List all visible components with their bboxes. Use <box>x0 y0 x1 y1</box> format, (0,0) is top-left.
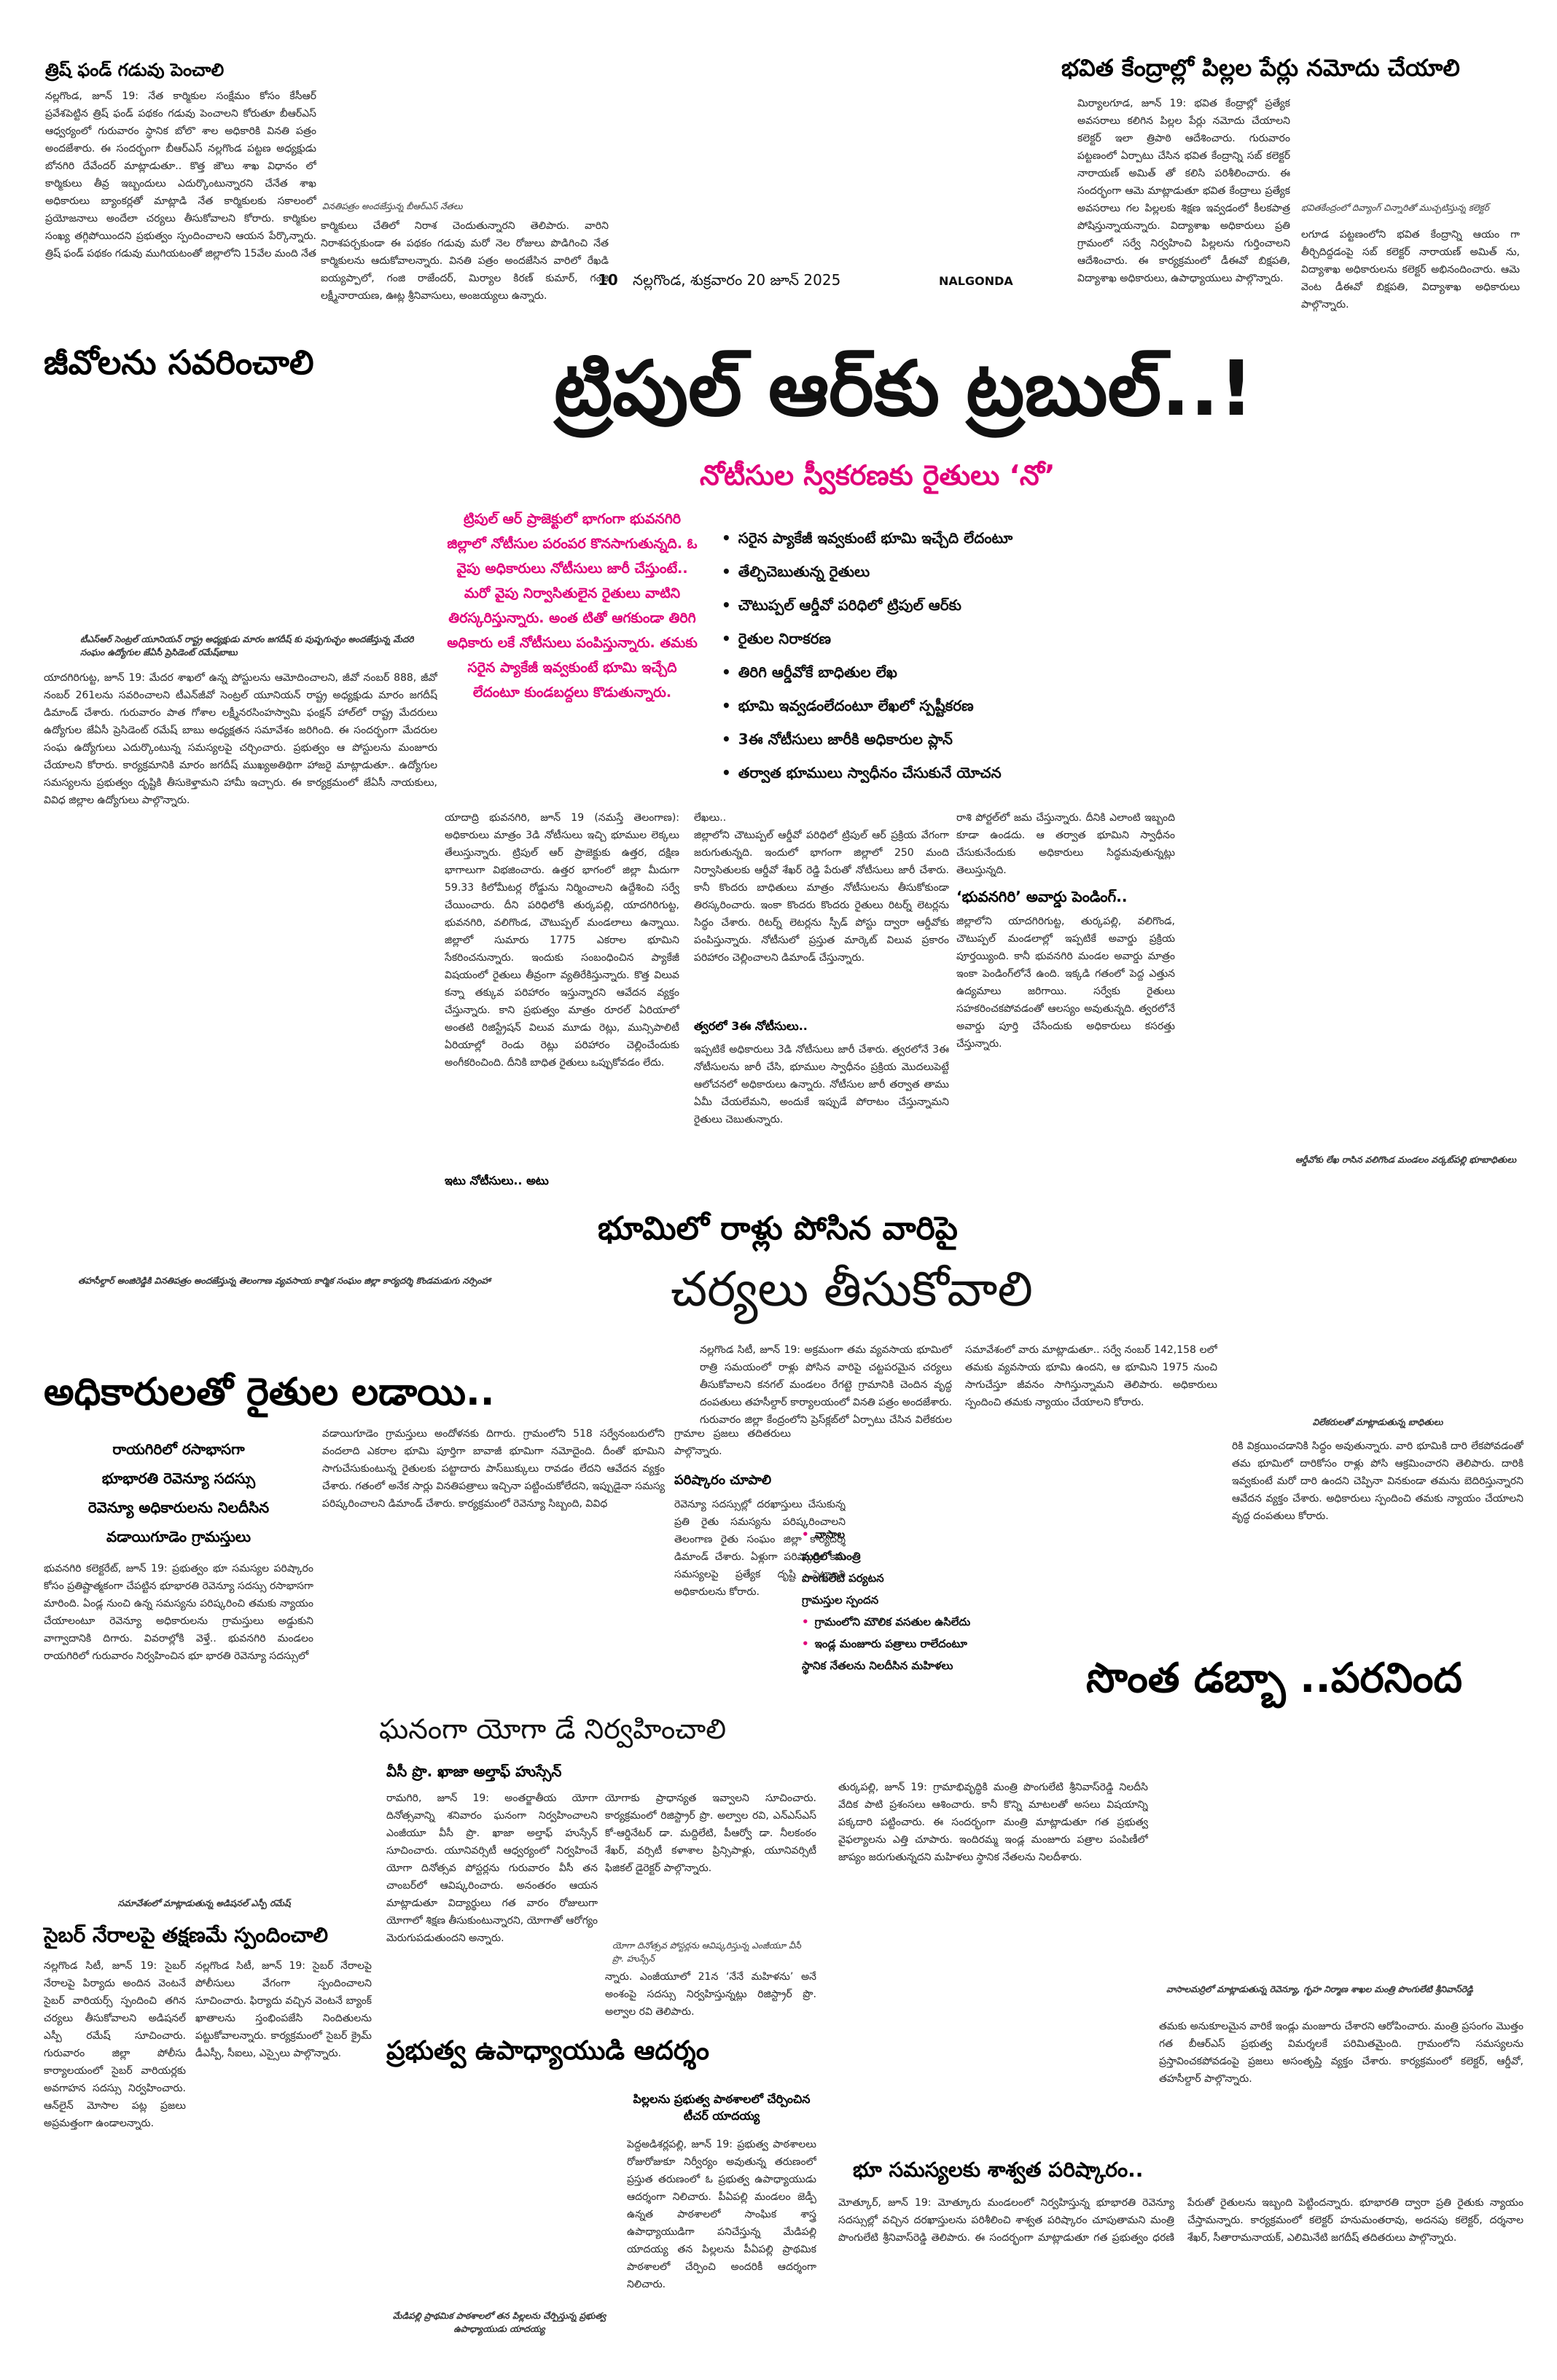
farmers-subhead-solution: పరిష్కారం చూపాలి <box>674 1472 772 1488</box>
headline-teacher: ప్రభుత్వ ఉపాధ్యాయుడి ఆదర్శం <box>386 2036 709 2066</box>
minister-body: తుర్కపల్లి, జూన్ 19: గ్రామాభివృద్ధికి మం… <box>838 1782 1148 1863</box>
headline-stones-line1: భూమిలో రాళ్లు పోసిన వారిపై <box>598 1210 958 1247</box>
farmers-column-1: భువనగిరి కలెక్టరేట్, జూన్ 19: ప్రభుత్వం … <box>44 1563 313 1662</box>
article-body-bhavita: మిర్యాలగూడ, జూన్ 19: భవిత కేంద్రాల్లో ప్… <box>1077 98 1290 284</box>
teacher-body: పెద్దఅడిశర్లపల్లి, జూన్ 19: ప్రభుత్వ పాఠ… <box>627 2139 816 2290</box>
minister-bullet: మర్రిలో మంత్రి <box>802 1550 861 1563</box>
minister-bullet: •ఇండ్ల మంజూరు పత్రాలు రాలేదంటూ <box>802 1637 967 1650</box>
lead-subhead: నోటీసుల స్వీకరణకు రైతులు ‘నో’ <box>700 459 1055 491</box>
photo-teacher <box>386 2085 612 2303</box>
photo-rayagiri <box>306 1429 576 1553</box>
lead-bullet: తేల్చిచెబుతున్న రైతులు <box>722 555 1012 588</box>
cyber-body: నల్లగొండ సిటీ, జూన్ 19: సైబర్ నేరాలపై పి… <box>44 1960 186 2129</box>
photo-trift-fund <box>321 60 612 198</box>
photo-minister <box>1159 1746 1523 1979</box>
photo-caption-cyber: సమావేశంలో మాట్లాడుతున్న అడిషనల్ ఎస్పీ రమ… <box>117 1898 291 1908</box>
land-body: మోత్కూర్, జూన్ 19: మోత్కూరు మండలంలో నిర్… <box>838 2197 1523 2244</box>
lead-column-3: రాశి పోర్టల్‌లో జమ చేస్తున్నారు. దీనికి … <box>956 812 1175 876</box>
yoga-body-3: న్నారు. ఎంజీయూలో 21న ‘నేనే మహిళను’ అనే అ… <box>605 1971 816 2018</box>
photo-stones-petition <box>44 1210 554 1268</box>
minister-bullet: గ్రామస్తుల స్పందన <box>802 1593 879 1607</box>
article-body-stones-2: రికి విక్రయించడానికి సిద్ధం అవుతున్నారు.… <box>1232 1440 1523 1522</box>
photo-caption-bhavita: భవితకేంద్రంలో దివ్యాంగ్ చిన్నారితో ముచ్చ… <box>1301 203 1489 213</box>
photo-caption-minister: వాసాలమర్రిలో మాట్లాడుతున్న రెవెన్యూ, గృహ… <box>1166 1984 1473 1994</box>
minister-bullet: •వాసాల <box>802 1528 845 1541</box>
deck-rayagiri: రాయగిరిలో రసాభాసగా భూభారతి రెవెన్యూ సదస్… <box>87 1440 270 1545</box>
lead-bullet: తర్వాత భూములు స్వాధీనం చేసుకునే యోచన <box>722 756 1012 789</box>
article-body-medari: యాదగిరిగుట్ట, జూన్ 19: మేదర శాఖలో ఉన్న ప… <box>44 672 437 806</box>
farmers-column-2: వడాయిగూడెం గ్రామస్తులు అందోళనకు దిగారు. … <box>322 1428 665 1510</box>
lead-column-3b: జిల్లాలోని యాదగిరిగుట్ట, తుర్కపల్లి, వలి… <box>956 916 1175 1050</box>
farmers-column-3b: రెవెన్యూ సదస్సుల్లో దరఖాస్తులు చేసుకున్న… <box>674 1499 846 1598</box>
photo-medari-meeting <box>44 408 437 627</box>
headline-cyber: సైబర్ నేరాలపై తక్షణమే స్పందించాలి <box>44 1923 328 1947</box>
yoga-body-2: యోగాకు ప్రాధాన్యత ఇవ్వాలని సూచించారు. కా… <box>605 1792 816 1874</box>
photo-caption-teacher: మేడిపల్లి ప్రాథమిక పాఠశాలలో తన పిల్లలను … <box>392 2311 606 2334</box>
lead-column-1: యాదాద్రి భువనగిరి, జూన్ 19 (నమస్తే తెలంగ… <box>445 812 679 1069</box>
minister-bullets: •వాసాల మర్రిలో మంత్రి పొంగులేటి పర్యటన గ… <box>802 1523 1079 1677</box>
lead-bullet-list: సరైన ప్యాకేజీ ఇవ్వకుంటే భూమి ఇచ్చేది లేద… <box>722 521 1012 789</box>
article-body-trift-fund: నల్లగొండ, జూన్ 19: నేత కార్మికుల సంక్షేమ… <box>45 90 316 260</box>
lead-subhead-notices: ఇటు నోటీసులు.. అటు <box>445 1174 549 1187</box>
article-body-trift-fund-2: కార్మికులు చేతిలో నిరాశ చెందుతున్నారని త… <box>321 220 609 302</box>
deck-teacher: పిల్లలను ప్రభుత్వ పాఠశాలలో చేర్పించిన టీ… <box>633 2092 811 2123</box>
headline-officials-farmers: అధికారులతో రైతుల లడాయి.. <box>44 1370 495 1414</box>
photo-stones-press <box>1232 1341 1523 1414</box>
minister-bullet: పొంగులేటి పర్యటన <box>802 1572 884 1585</box>
page-number: 10 <box>598 271 618 289</box>
lead-subhead-bhuvanagiri: ‘భువనగిరి’ అవార్డు పెండింగ్.. <box>956 888 1128 905</box>
photo-victims-letter <box>1185 809 1527 1152</box>
photo-caption-medari: టీఎస్‌ఆర్ సెంట్రల్ యూనియన్ రాష్ట్ర అధ్యక… <box>80 634 414 658</box>
article-body-bhavita-2: లగూడ పట్టణంలోని భవిత కేంద్రాన్ని ఆయం గా … <box>1301 229 1520 311</box>
lead-bullet: రైతుల నిరాకరణ <box>722 622 1012 655</box>
minister-bullet: •గ్రామంలోని మౌలిక వసతుల ఉసిలేదు <box>802 1615 971 1628</box>
minister-body-2: తమకు అనుకూలమైన వారికే ఇండ్లు మంజూరు చేశా… <box>1159 2021 1523 2085</box>
headline-stones-line2: చర్యలు తీసుకోవాలి <box>671 1261 1033 1317</box>
minister-bullet: స్థానిక నేతలను నిలదీసిన మహిళలు <box>802 1659 953 1672</box>
pink-summary-box: ట్రిపుల్ ఆర్ ప్రాజెక్టులో భాగంగా భువనగిర… <box>447 511 698 701</box>
edition-name: NALGONDA <box>939 274 1013 288</box>
lead-bullet: చౌటుప్పల్ ఆర్డీవో పరిధిలో ట్రిపుల్ ఆర్‌క… <box>722 588 1012 622</box>
photo-caption-victims: ఆర్డీవోకు లేఖ రాసిన వలిగొండ మండలం వర్కట్… <box>1295 1155 1516 1165</box>
yoga-byline: వీసీ ప్రొ. ఖాజా అల్తాఫ్ హుస్సేన్ <box>386 1763 562 1780</box>
headline-sonta-dabba: సొంత డబ్బా ..పరనింద <box>1086 1655 1462 1702</box>
photo-cyber <box>44 1866 372 1910</box>
lead-headline: ట్రిపుల్ ఆర్‌కు ట్రబుల్..! <box>554 344 1254 433</box>
photo-caption-yoga: యోగా దినోత్సవ పోస్టర్లను ఆవిష్కరిస్తున్న… <box>612 1940 801 1964</box>
photo-bhavita <box>1301 92 1527 201</box>
photo-caption-stones-press: విలేకరులతో మాట్లాడుతున్న బాధితులు <box>1312 1417 1443 1427</box>
lead-bullet: భూమి ఇవ్వడంలేదంటూ లేఖలో స్పష్టీకరణ <box>722 689 1012 722</box>
lead-bullet: సరైన ప్యాకేజీ ఇవ్వకుంటే భూమి ఇచ్చేది లేద… <box>722 521 1012 555</box>
headline-yoga: ఘనంగా యోగా డే నిర్వహించాలి <box>379 1713 727 1745</box>
lead-bullet: తిరిగి ఆర్డీవోకే బాధితుల లేఖ <box>722 655 1012 689</box>
lead-subhead-3e: త్వరలో 3ఈ నోటీసులు.. <box>694 1019 808 1033</box>
lead-column-2b: ఇప్పటికే అధికారులు 3డి నోటీసులు జారీ చేశ… <box>694 1044 949 1125</box>
cyber-body-2: నల్లగొండ సిటీ, జూన్ 19: సైబర్ నేరాలపై పో… <box>195 1960 372 2059</box>
lead-column-2: లేఖలు.. జిల్లాలోని చౌటుప్పల్ ఆర్డీవో పరి… <box>694 812 949 964</box>
article-body-stones: నల్లగొండ సిటీ, జూన్ 19: అక్రమంగా తమ వ్యవ… <box>700 1344 1217 1426</box>
yoga-body: రామగిరి, జూన్ 19: అంతర్జాతీయ యోగా దినోత్… <box>386 1792 598 1944</box>
headline-bhavita: భవిత కేంద్రాల్లో పిల్లల పేర్లు నమోదు చేయ… <box>1061 54 1460 82</box>
photo-yoga <box>605 1895 816 2005</box>
farmers-column-3: గ్రామాల ప్రజలు తదితరులు పాల్గొన్నారు. <box>674 1428 791 1457</box>
lead-bullet: 3ఈ నోటీసులు జారీకి అధికారుల ప్లాన్ <box>722 722 1012 756</box>
headline-land-solution: భూ సమస్యలకు శాశ్వత పరిష్కారం.. <box>853 2158 1144 2182</box>
dateline: నల్లగొండ, శుక్రవారం 20 జూన్ 2025 <box>633 271 841 289</box>
headline-trift-fund: త్రిష్ ఫండ్ గడువు పెంచాలి <box>45 60 225 80</box>
kicker-jivo: జీవోలను సవరించాలి <box>44 343 314 382</box>
photo-caption-stones: తహసీల్దార్ అంజిరెడ్డికి వినతిపత్రం అందజే… <box>78 1276 491 1286</box>
photo-caption-trift-fund: వినతిపత్రం అందజేస్తున్న బీఆర్ఎస్ నేతలు <box>322 201 463 211</box>
